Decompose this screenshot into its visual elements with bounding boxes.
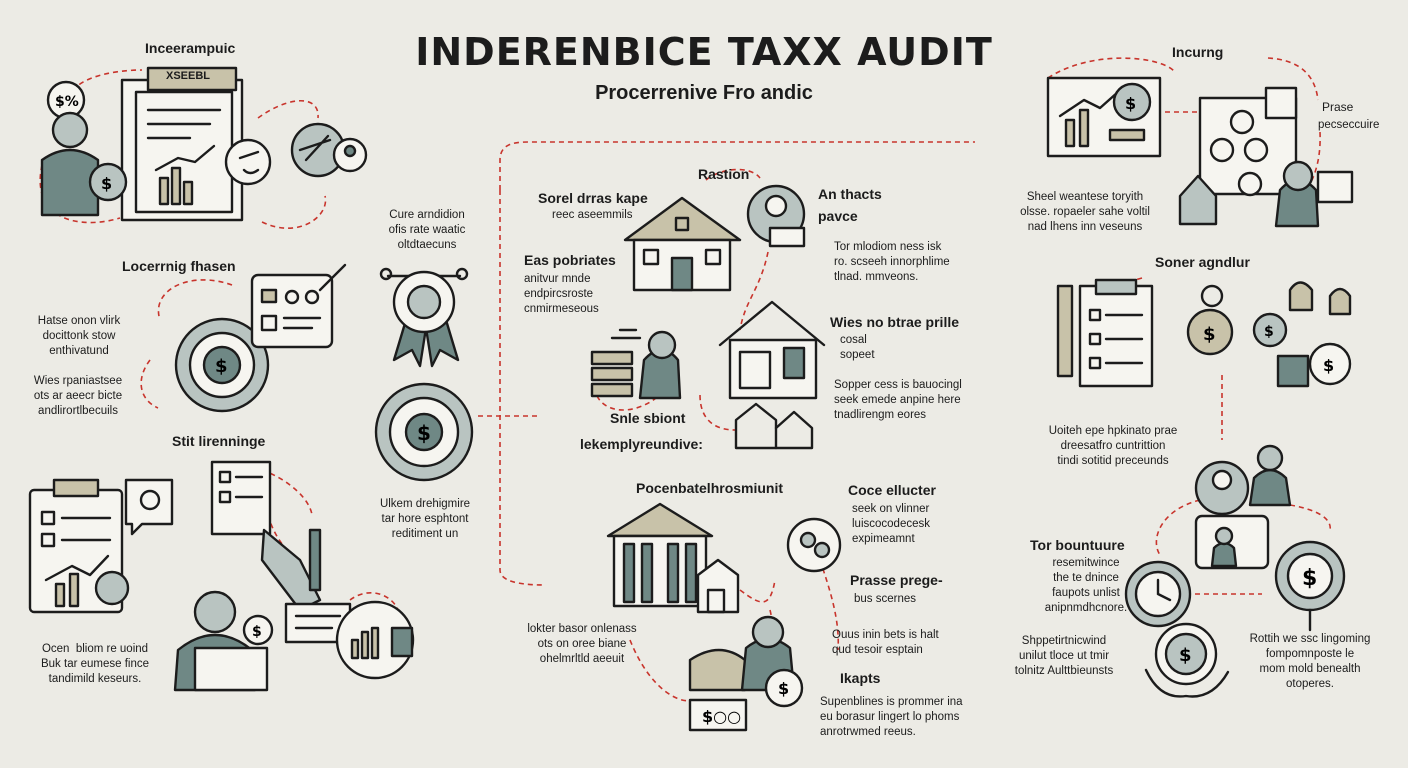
archive-reader-illustration: [590, 328, 682, 400]
person-laptop-illustration: $: [173, 590, 274, 692]
svg-text:$: $: [1264, 324, 1274, 340]
right-prase-heading: Prase: [1322, 100, 1354, 114]
pocen-heading: Pocenbatelhrosmiunit: [636, 480, 784, 496]
flow-arrow: [699, 394, 736, 431]
monitor-chart-illustration: $: [1046, 76, 1162, 158]
eas-heading: Eas pobriates: [524, 252, 616, 268]
auditor-report-illustration: $% $: [40, 66, 368, 222]
learning-heading: Locerrnig fhasen: [122, 258, 236, 274]
ouus-body: Ouus inin bets is halt qud tesoir esptai…: [832, 629, 939, 656]
learning-body-2: Wies rpaniastsee ots ar aeecr bicte andl…: [33, 375, 123, 417]
learning-body-1: Hatse onon vlirk docittonk stow enthivat…: [37, 315, 121, 357]
uoiteh-body: Uoiteh epe hpkinato prae dreesatfro cunt…: [1048, 425, 1178, 467]
team-illustration: [1194, 444, 1292, 570]
flow-arrow: [140, 359, 159, 409]
raction-heading: Rastion: [698, 166, 750, 182]
center-left-bottom-body: Ulkem drehigmire tar hore esphtont redit…: [379, 498, 471, 540]
rotth-body: Rottih we ssc lingoming fompomnposte le …: [1249, 633, 1371, 690]
lekemp-heading: lekemplyreundive:: [580, 436, 703, 452]
tor-heading: Tor bountuure: [1030, 537, 1125, 553]
svg-text:$%: $%: [55, 94, 79, 110]
award-badge-illustration: [379, 267, 469, 368]
page-subtitle: Procerrenive Fro andic: [595, 82, 813, 104]
svg-text:$: $: [1323, 356, 1334, 375]
ledger-clipboard-illustration: [1056, 278, 1154, 388]
money-label-text: $○○: [702, 707, 741, 726]
snle-heading: Snle sbiont: [610, 410, 686, 426]
chef-avatar-illustration: [746, 184, 806, 248]
center-left-top-body: Cure arndidion ofis rate waatic oltdtaec…: [388, 209, 466, 251]
flow-arrow: [1267, 57, 1319, 101]
flow-arrow: [261, 195, 327, 229]
coin-gear-illustration: $: [1274, 540, 1346, 632]
checklist-illustration: [28, 478, 174, 614]
svg-text:$: $: [252, 624, 262, 640]
thacts-heading: An thacts pavce: [818, 186, 882, 224]
eas-body: anitvur mnde endpircsroste cnmirmeseous: [524, 273, 599, 315]
flow-arrow: [157, 279, 233, 321]
flow-arrow: [499, 141, 975, 190]
svg-text:$: $: [417, 421, 431, 445]
svg-text:$: $: [215, 356, 228, 377]
house-illustration: [623, 196, 742, 292]
tor-body: resemitwince the te dnince faupots unlis…: [1044, 557, 1128, 614]
svg-text:$: $: [1203, 324, 1216, 345]
svg-text:$: $: [778, 679, 789, 698]
money-bags-illustration: $ $ $: [1186, 281, 1352, 388]
kapts-heading: Ikapts: [840, 670, 881, 686]
courthouse-illustration: [606, 502, 740, 614]
wies-sub: cosal sopeet: [840, 334, 875, 361]
soner-heading: Soner agndlur: [1155, 254, 1250, 270]
flow-arrow: [261, 469, 313, 516]
flow-arrow: [705, 168, 761, 181]
iktor-body: lokter basor onlenass ots on oree biane …: [527, 623, 637, 665]
incuring-heading: Incurng: [1172, 44, 1224, 60]
flow-arrow: [257, 99, 319, 119]
dollar-gear-illustration: $: [374, 382, 474, 482]
prase-sub: bus scernes: [854, 593, 917, 605]
svg-text:$: $: [1179, 645, 1192, 666]
page-title: INDERENBICE TAXX AUDIT: [415, 30, 993, 74]
hands-coin-illustration: $: [1144, 622, 1230, 698]
svg-text:$: $: [101, 174, 112, 193]
cash-register-illustration: $ $○○: [688, 615, 804, 732]
right-prase-sub: pecseccuire: [1318, 119, 1380, 131]
house-two-illustration: [718, 300, 826, 400]
sorel-sub: reec aseemmils: [552, 209, 633, 221]
coce-body: seek on vlinner luiscocodecesk expimeamn…: [852, 503, 930, 545]
sorel-heading: Sorel drras kape: [538, 190, 648, 206]
coins-magnifier-illustration: [786, 517, 842, 573]
svg-text:$: $: [1302, 566, 1317, 591]
coce-heading: Coce ellucter: [848, 482, 936, 498]
flow-arrow: [1155, 499, 1201, 556]
flow-arrow: [69, 69, 143, 109]
small-houses-illustration: [734, 402, 814, 450]
shop-body: Shppetirtnicwind unilut tloce ut tmir to…: [1014, 635, 1114, 677]
flow-arrow: [1289, 504, 1331, 531]
bottom-left-body: Ocen bliom re uoind Buk tar eumese fince…: [40, 643, 150, 685]
prase-heading: Prasse prege-: [850, 572, 943, 588]
clock-illustration: [1124, 560, 1192, 628]
sheel-body: Sheel weantese toryith olsse. ropaeler s…: [1020, 191, 1150, 233]
svg-text:$: $: [1125, 94, 1136, 113]
flow-arrow: [739, 251, 769, 331]
flow-arrow: [739, 579, 776, 603]
stit-heading: Stit lirenninge: [172, 433, 266, 449]
flowboard-illustration: [1178, 86, 1354, 228]
report-doc-label: XSEEBL: [166, 70, 211, 82]
supen-body: Supenblines is prommer ina eu borasur li…: [820, 696, 963, 738]
wies-heading: Wies no btrae prille: [830, 314, 960, 330]
wies-body: Sopper cess is bauocingl seek emede anpi…: [834, 379, 962, 421]
learning-gear-illustration: $: [174, 263, 347, 413]
flow-arrow: [499, 190, 546, 586]
thacts-body: Tor mlodiom ness isk ro. scseeh innorphl…: [834, 241, 950, 283]
intro-heading: Inceerampuic: [145, 40, 236, 56]
documents-hand-illustration: [210, 460, 415, 680]
